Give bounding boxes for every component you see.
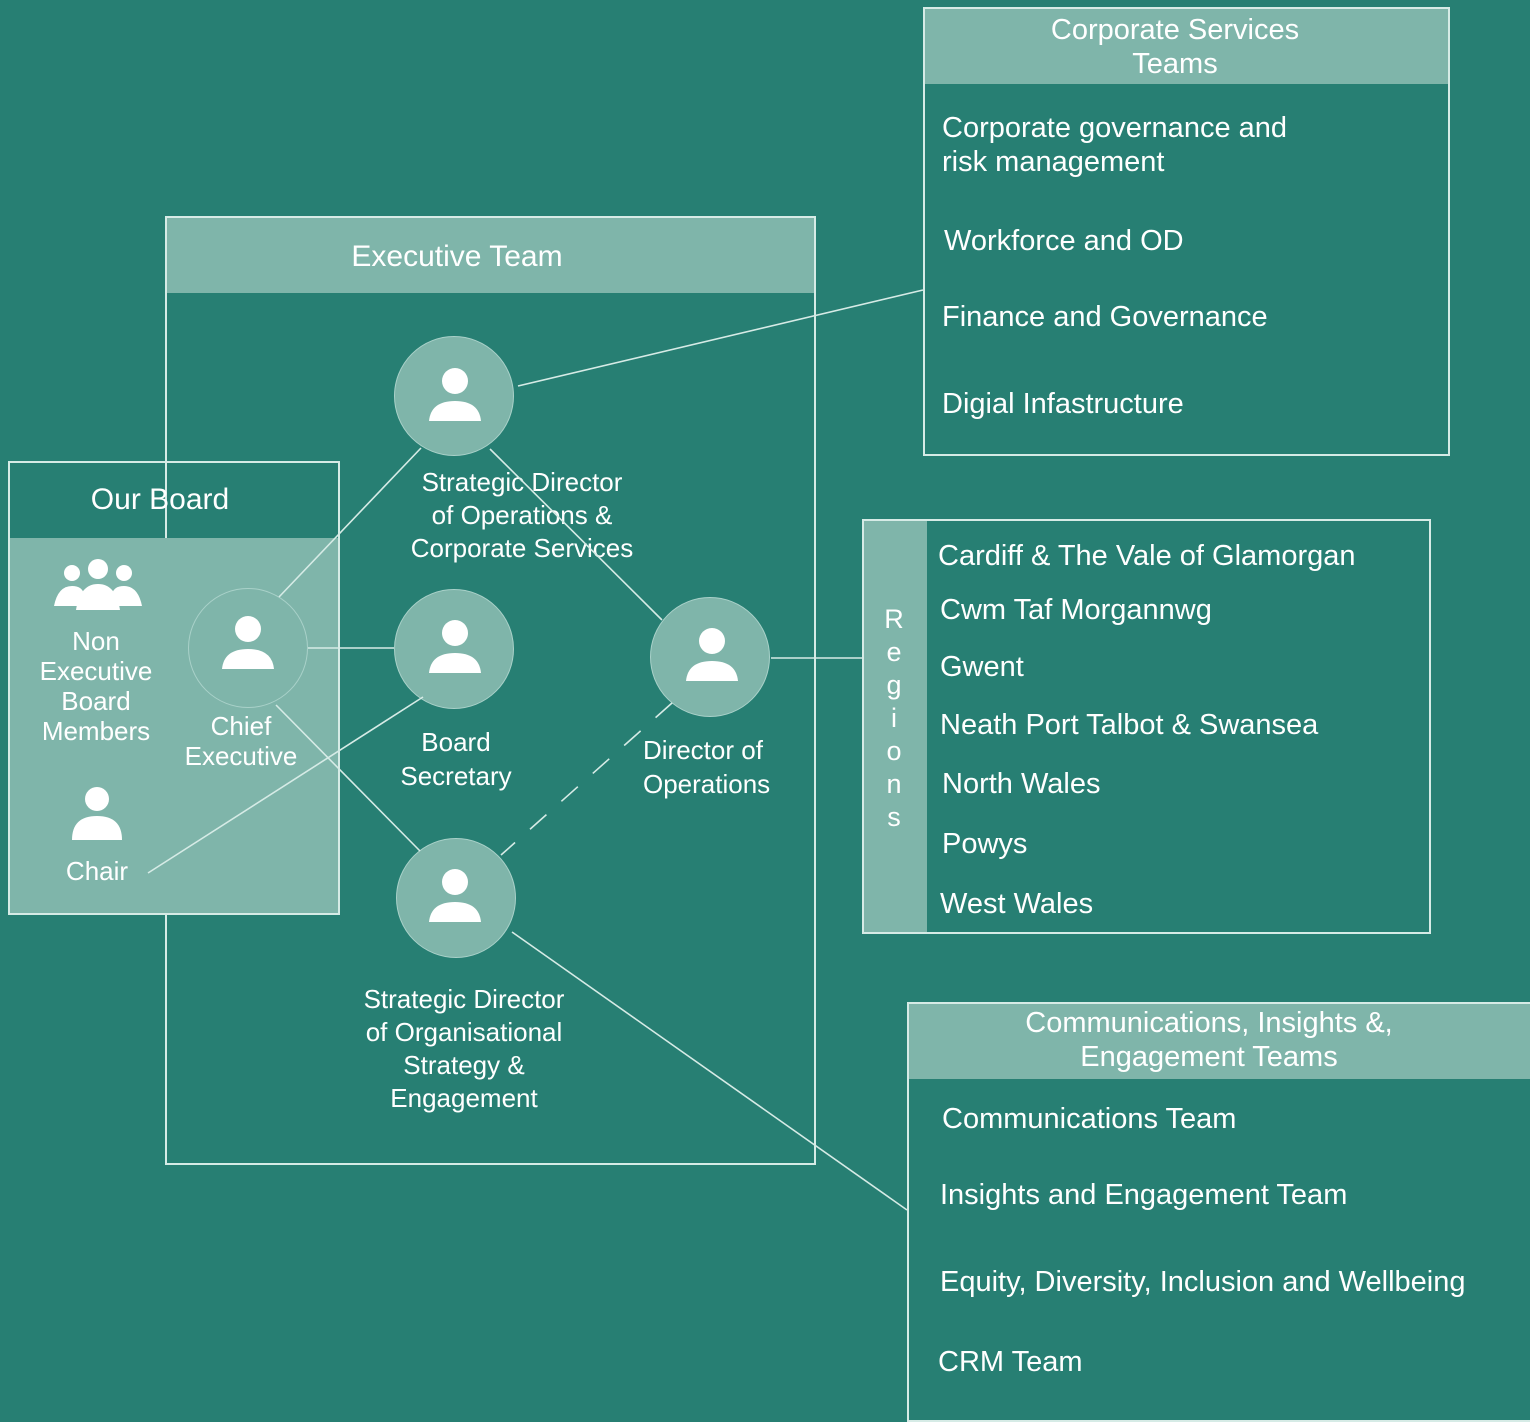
corporate-services-box [923,7,1450,456]
executive-team-title: Executive Team [351,240,563,273]
regions-vertical-label: R e g i o n s [884,604,904,832]
sd-ops-corp-label: Strategic Director of Operations & Corpo… [410,467,634,563]
sd-ops-corp-node[interactable] [394,336,514,456]
executive-team-header [167,218,814,293]
corp-item-digital: Digial Infastructure [942,388,1184,420]
corporate-services-header [925,9,1448,84]
director-operations-node[interactable] [650,597,770,717]
non-exec-label: Non Executive Board Members [39,626,153,746]
person-icon [222,616,274,669]
comms-item-insights: Insights and Engagement Team [940,1179,1348,1211]
corporate-services-title: Corporate Services Teams [1050,14,1300,80]
region-cardiff: Cardiff & The Vale of Glamorgan [938,540,1356,572]
person-icon [686,628,738,681]
regions-label-band [864,521,927,932]
sd-org-strategy-label: Strategic Director of Organisational Str… [363,984,565,1113]
corp-item-workforce: Workforce and OD [944,225,1184,257]
person-icon [429,368,481,421]
region-north-wales: North Wales [942,768,1101,800]
region-gwent: Gwent [940,651,1024,683]
chair-label: Chair [65,856,129,886]
board-secretary-node[interactable] [394,589,514,709]
regions-box [862,519,1431,934]
communications-header [909,1004,1530,1079]
chief-executive-label: Chief Executive [184,711,298,771]
region-cwm-taf: Cwm Taf Morgannwg [940,594,1212,626]
comms-item-edi: Equity, Diversity, Inclusion and Wellbei… [940,1266,1466,1298]
director-operations-label: Director of Operations [643,735,771,799]
chair-person-icon [70,786,124,842]
comms-item-communications: Communications Team [942,1103,1237,1135]
chief-executive-node[interactable] [188,588,308,708]
sd-org-strategy-node[interactable] [396,838,516,958]
comms-item-crm: CRM Team [938,1346,1083,1378]
region-west-wales: West Wales [940,888,1094,920]
region-powys: Powys [942,828,1028,860]
corp-item-governance: Corporate governance and risk management [942,112,1288,178]
communications-title: Communications, Insights &, Engagement T… [1025,1007,1393,1073]
board-secretary-label: Board Secretary [400,727,512,791]
corp-item-finance: Finance and Governance [942,301,1268,333]
person-icon [429,869,481,922]
group-icon [52,558,144,612]
region-neath: Neath Port Talbot & Swansea [940,709,1319,741]
our-board-box [8,461,340,915]
our-board-title: Our Board [90,483,230,516]
person-icon [429,620,481,673]
